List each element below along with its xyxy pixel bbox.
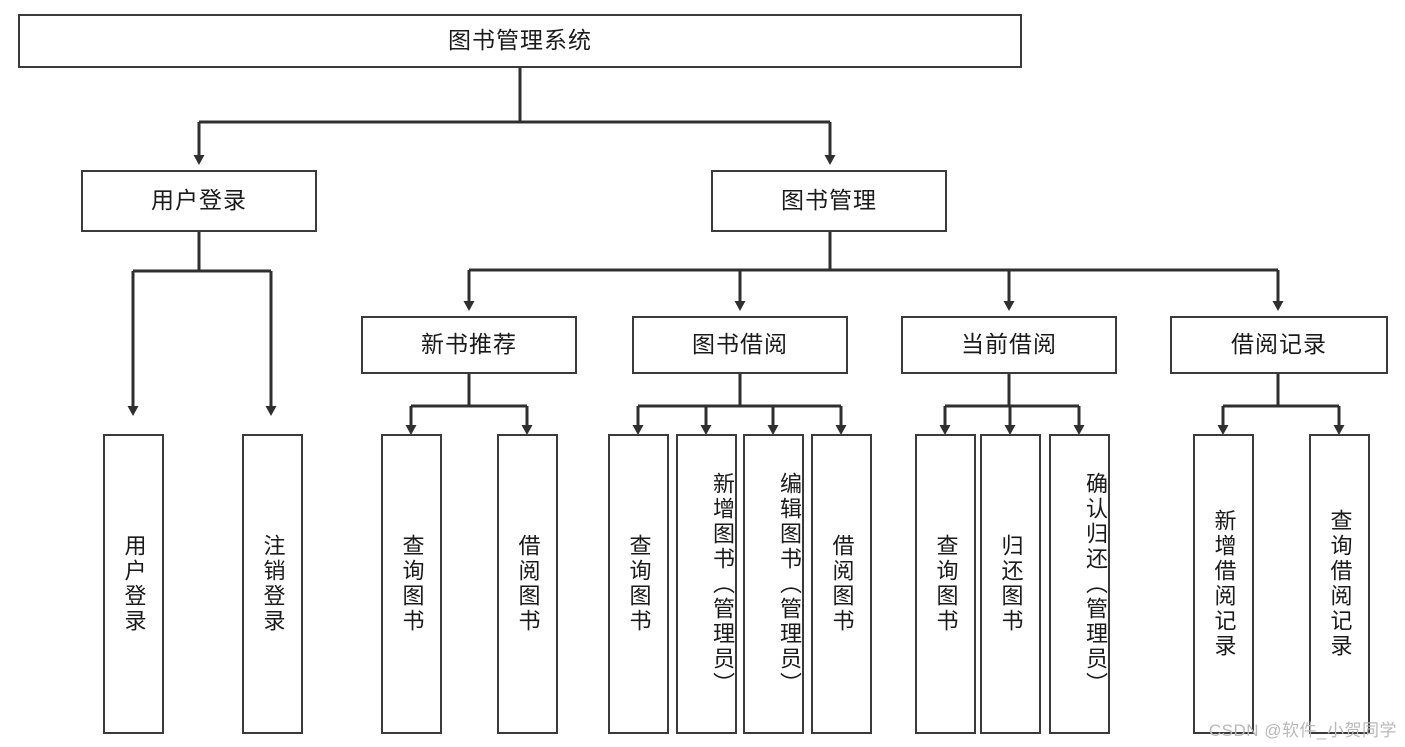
node-label: 确认归还（管理员）	[1083, 471, 1108, 697]
node-new-book-recommend[interactable]: 新书推荐	[361, 316, 577, 374]
node-label: 借阅图书	[829, 534, 855, 634]
leaf-current-borrow-confirm-return[interactable]: 确认归还（管理员）	[1049, 434, 1110, 734]
node-label: 借阅记录	[1231, 331, 1327, 358]
node-label: 新书推荐	[421, 331, 517, 358]
node-label: 当前借阅	[961, 331, 1057, 358]
leaf-book-borrow-borrow[interactable]: 借阅图书	[811, 434, 872, 734]
leaf-current-borrow-return[interactable]: 归还图书	[980, 434, 1041, 734]
leaf-current-borrow-query[interactable]: 查询图书	[915, 434, 976, 734]
node-borrow-record[interactable]: 借阅记录	[1170, 316, 1388, 374]
node-label: 用户登录	[151, 187, 247, 214]
leaf-user-login-login[interactable]: 用户登录	[103, 434, 164, 734]
leaf-book-borrow-edit[interactable]: 编辑图书（管理员）	[743, 434, 804, 734]
node-user-login[interactable]: 用户登录	[81, 170, 317, 232]
node-label: 图书管理系统	[448, 27, 592, 54]
node-label: 借阅图书	[515, 534, 541, 634]
node-label: 图书借阅	[692, 331, 788, 358]
node-label: 查询图书	[399, 534, 425, 634]
node-label: 编辑图书（管理员）	[777, 471, 802, 697]
leaf-new-book-borrow[interactable]: 借阅图书	[497, 434, 558, 734]
node-current-borrow[interactable]: 当前借阅	[901, 316, 1117, 374]
node-label: 用户登录	[121, 534, 147, 634]
leaf-book-borrow-query[interactable]: 查询图书	[608, 434, 669, 734]
leaf-borrow-record-query[interactable]: 查询借阅记录	[1309, 434, 1370, 734]
node-label: 新增图书（管理员）	[710, 471, 735, 697]
node-label: 查询图书	[933, 534, 959, 634]
node-label: 归还图书	[998, 534, 1024, 634]
csdn-watermark: CSDN @软件_小贺同学	[1208, 721, 1397, 740]
leaf-borrow-record-add[interactable]: 新增借阅记录	[1193, 434, 1254, 734]
node-book-borrow[interactable]: 图书借阅	[632, 316, 848, 374]
leaf-user-login-logout[interactable]: 注销登录	[242, 434, 303, 734]
leaf-new-book-query[interactable]: 查询图书	[381, 434, 442, 734]
leaf-book-borrow-add[interactable]: 新增图书（管理员）	[676, 434, 737, 734]
node-book-management[interactable]: 图书管理	[711, 170, 947, 232]
node-label: 查询图书	[626, 534, 652, 634]
node-root-system[interactable]: 图书管理系统	[18, 14, 1022, 68]
node-label: 查询借阅记录	[1327, 509, 1353, 659]
node-label: 注销登录	[260, 534, 286, 634]
node-label: 图书管理	[781, 187, 877, 214]
node-label: 新增借阅记录	[1211, 509, 1237, 659]
